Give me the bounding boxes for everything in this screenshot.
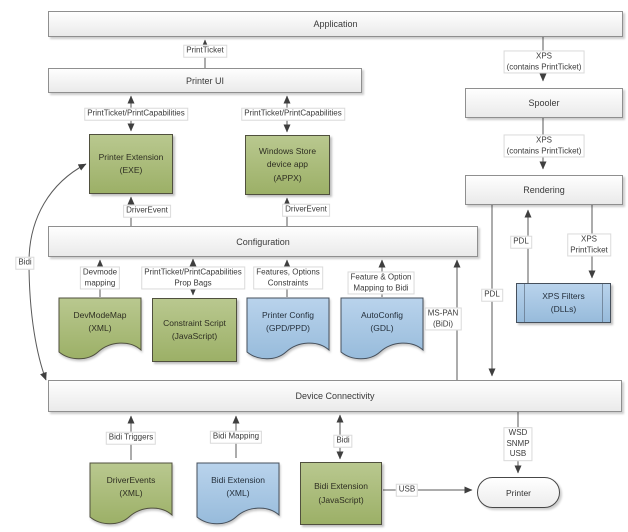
label-driverevent-left: DriverEvent [123, 204, 171, 218]
node-printer-label: Printer [505, 487, 532, 498]
node-device-connectivity-label: Device Connectivity [295, 391, 375, 401]
node-spooler: Spooler [465, 88, 623, 118]
node-configuration: Configuration [48, 226, 478, 257]
label-ms-pan-bidi: MS-PAN (BiDi) [424, 307, 462, 331]
node-printer-config-label: Printer Config (GPD/PPD) [262, 309, 314, 333]
label-printticket-printcapabilities-prop-bags: PrintTicket/PrintCapabilities Prop Bags [141, 266, 245, 290]
label-bidi-triggers: Bidi Triggers [105, 431, 157, 445]
label-bidi-left: Bidi [15, 256, 35, 270]
label-printticket-printcapabilities-left: PrintTicket/PrintCapabilities [84, 107, 188, 121]
node-bidi-extension-xml-label: Bidi Extension (XML) [211, 474, 265, 498]
node-printer: Printer [477, 477, 560, 508]
node-printer-extension-label: Printer Extension (EXE) [98, 151, 164, 175]
label-wsd-snmp-usb: WSD SNMP USB [503, 427, 533, 461]
node-devmodemap-label: DevModeMap (XML) [73, 309, 127, 333]
label-usb: USB [395, 483, 419, 497]
label-xps-contains-printticket-1: XPS (contains PrintTicket) [503, 50, 585, 74]
label-xps-contains-printticket-2: XPS (contains PrintTicket) [503, 134, 585, 158]
xps-filters-inner-line-right [602, 284, 603, 322]
label-devmode-mapping: Devmode mapping [79, 266, 121, 290]
node-device-connectivity: Device Connectivity [48, 380, 622, 412]
label-bidi-mapping: Bidi Mapping [209, 430, 263, 444]
node-printer-extension: Printer Extension (EXE) [89, 134, 173, 194]
node-constraint-script: Constraint Script (JavaScript) [152, 298, 237, 362]
node-application-label: Application [313, 19, 358, 29]
node-bidi-extension-javascript-label: Bidi Extension (JavaScript) [314, 481, 368, 505]
node-bidi-extension-javascript: Bidi Extension (JavaScript) [300, 462, 382, 525]
node-printer-config: Printer Config (GPD/PPD) [246, 297, 330, 362]
node-driverevents: DriverEvents (XML) [89, 462, 173, 527]
xps-filters-inner-line-left [524, 284, 525, 322]
node-spooler-label: Spooler [528, 98, 560, 108]
label-pdl-long: PDL [481, 288, 503, 302]
document-shape-icon [246, 297, 330, 360]
node-rendering-label: Rendering [523, 185, 565, 195]
node-application: Application [48, 11, 623, 37]
label-bidi-bottom: Bidi [333, 434, 353, 448]
node-driverevents-label: DriverEvents (XML) [106, 474, 156, 498]
label-driverevent-right: DriverEvent [282, 203, 330, 217]
label-xps-printticket: XPS PrintTicket [567, 233, 611, 257]
label-printticket: PrintTicket [183, 44, 227, 58]
label-feature-option-mapping-to-bidi: Feature & Option Mapping to Bidi [347, 271, 415, 295]
node-configuration-label: Configuration [236, 236, 290, 247]
node-rendering: Rendering [465, 175, 623, 205]
label-pdl-up: PDL [510, 235, 532, 249]
node-windows-store-device-app-label: Windows Store device app (APPX) [258, 146, 317, 183]
label-printticket-printcapabilities-right: PrintTicket/PrintCapabilities [241, 107, 345, 121]
document-shape-icon [340, 297, 424, 360]
document-shape-icon [89, 462, 173, 525]
node-windows-store-device-app: Windows Store device app (APPX) [245, 135, 330, 195]
node-printer-ui-label: Printer UI [185, 75, 224, 86]
node-devmodemap: DevModeMap (XML) [58, 297, 142, 362]
node-xps-filters: XPS Filters (DLLs) [516, 283, 611, 323]
node-autoconfig: AutoConfig (GDL) [340, 297, 424, 362]
node-xps-filters-label: XPS Filters (DLLs) [542, 290, 585, 314]
label-features-options-constraints: Features, Options Constraints [253, 266, 323, 290]
document-shape-icon [196, 462, 280, 525]
node-constraint-script-label: Constraint Script (JavaScript) [163, 317, 226, 341]
node-bidi-extension-xml: Bidi Extension (XML) [196, 462, 280, 527]
node-autoconfig-label: AutoConfig (GDL) [360, 309, 404, 333]
node-printer-ui: Printer UI [48, 68, 362, 93]
